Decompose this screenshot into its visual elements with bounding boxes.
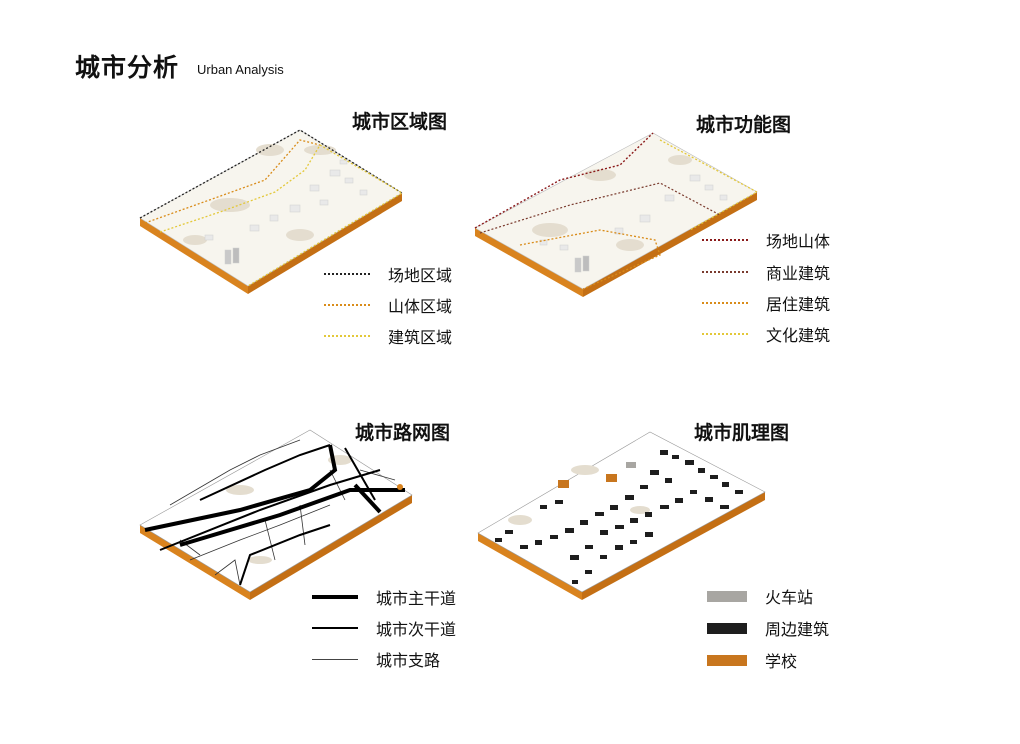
zone-slab-side-left <box>140 218 248 294</box>
legend-label: 山体区域 <box>388 297 453 316</box>
legend-swatch <box>707 590 747 602</box>
legend-item-function-4: 文化建筑 <box>702 322 830 346</box>
road-map <box>139 429 413 600</box>
road-slab-side-left <box>140 525 250 600</box>
legend-item-zone-2: 山体区域 <box>324 293 452 317</box>
legend-label: 城市主干道 <box>376 589 457 608</box>
legend-swatch <box>707 622 747 634</box>
function-slab-side-right <box>583 192 757 297</box>
road-main-roads <box>144 444 405 547</box>
texture-school-1 <box>558 480 569 488</box>
road-branch-roads <box>169 439 396 586</box>
legend-swatch <box>702 302 748 304</box>
zone-slab-side-right <box>248 193 402 294</box>
texture-slab-side-left <box>478 533 582 600</box>
legend-label: 火车站 <box>765 588 814 607</box>
function-map <box>474 132 759 297</box>
legend-item-zone-3: 建筑区域 <box>324 324 452 348</box>
legend-label: 周边建筑 <box>765 620 830 639</box>
road-marker <box>397 484 403 490</box>
zone-terrain <box>183 144 336 245</box>
zone-buildings <box>204 159 368 265</box>
function-buildings <box>539 174 728 273</box>
legend-item-texture-3: 学校 <box>707 648 797 672</box>
texture-station <box>626 462 636 468</box>
panel-title-zone: 城市区域图 <box>352 111 448 133</box>
legend-swatch <box>702 333 748 335</box>
legend-label: 场地区域 <box>388 266 453 285</box>
function-boundary-residential <box>519 229 661 290</box>
texture-map <box>477 431 766 600</box>
legend-item-function-2: 商业建筑 <box>702 260 830 284</box>
legend-item-road-1: 城市主干道 <box>312 585 456 609</box>
legend-item-road-2: 城市次干道 <box>312 616 456 640</box>
legend-label: 商业建筑 <box>766 264 831 283</box>
legend-label: 学校 <box>765 652 798 671</box>
legend-swatch <box>324 304 370 306</box>
zone-boundary-site <box>139 129 403 219</box>
panel-title-function: 城市功能图 <box>696 114 792 136</box>
legend-label: 场地山体 <box>766 232 831 251</box>
function-slab-top <box>474 132 758 290</box>
legend-label: 建筑区域 <box>388 328 453 347</box>
legend-swatch <box>312 595 358 599</box>
legend-label: 城市次干道 <box>376 620 457 639</box>
texture-slab-side-right <box>582 492 765 600</box>
texture-buildings <box>495 450 743 584</box>
page-subtitle: Urban Analysis <box>197 62 284 77</box>
texture-slab-top <box>477 431 766 593</box>
legend-label: 文化建筑 <box>766 326 831 345</box>
legend-swatch <box>702 271 748 273</box>
legend-swatch <box>312 627 358 629</box>
panel-title-road: 城市路网图 <box>355 422 451 444</box>
page-title: 城市分析 <box>75 53 180 82</box>
legend-swatch <box>324 335 370 337</box>
zone-map <box>139 129 404 294</box>
zone-boundary-mountain <box>144 139 321 224</box>
legend-label: 居住建筑 <box>766 295 831 314</box>
texture-terrain <box>508 465 650 525</box>
road-slab-top <box>139 429 413 593</box>
texture-school-2 <box>606 474 617 482</box>
function-boundary-commercial <box>479 182 721 234</box>
legend-swatch <box>702 239 748 241</box>
function-boundary-site <box>474 132 654 229</box>
function-boundary-cultural <box>659 139 759 231</box>
function-slab-side-left <box>475 228 583 297</box>
legend-swatch <box>324 273 370 275</box>
legend-item-texture-1: 火车站 <box>707 584 813 608</box>
panel-title-texture: 城市肌理图 <box>694 422 790 444</box>
legend-swatch <box>312 658 358 660</box>
legend-item-function-1: 场地山体 <box>702 228 830 252</box>
legend-item-zone-1: 场地区域 <box>324 262 452 286</box>
function-terrain <box>532 155 692 251</box>
legend-item-function-3: 居住建筑 <box>702 291 830 315</box>
legend-item-road-3: 城市支路 <box>312 647 440 671</box>
road-slab-side-right <box>250 495 412 600</box>
legend-swatch <box>707 654 747 666</box>
zone-boundary-building <box>159 144 404 287</box>
legend-item-texture-2: 周边建筑 <box>707 616 829 640</box>
legend-label: 城市支路 <box>376 651 441 670</box>
